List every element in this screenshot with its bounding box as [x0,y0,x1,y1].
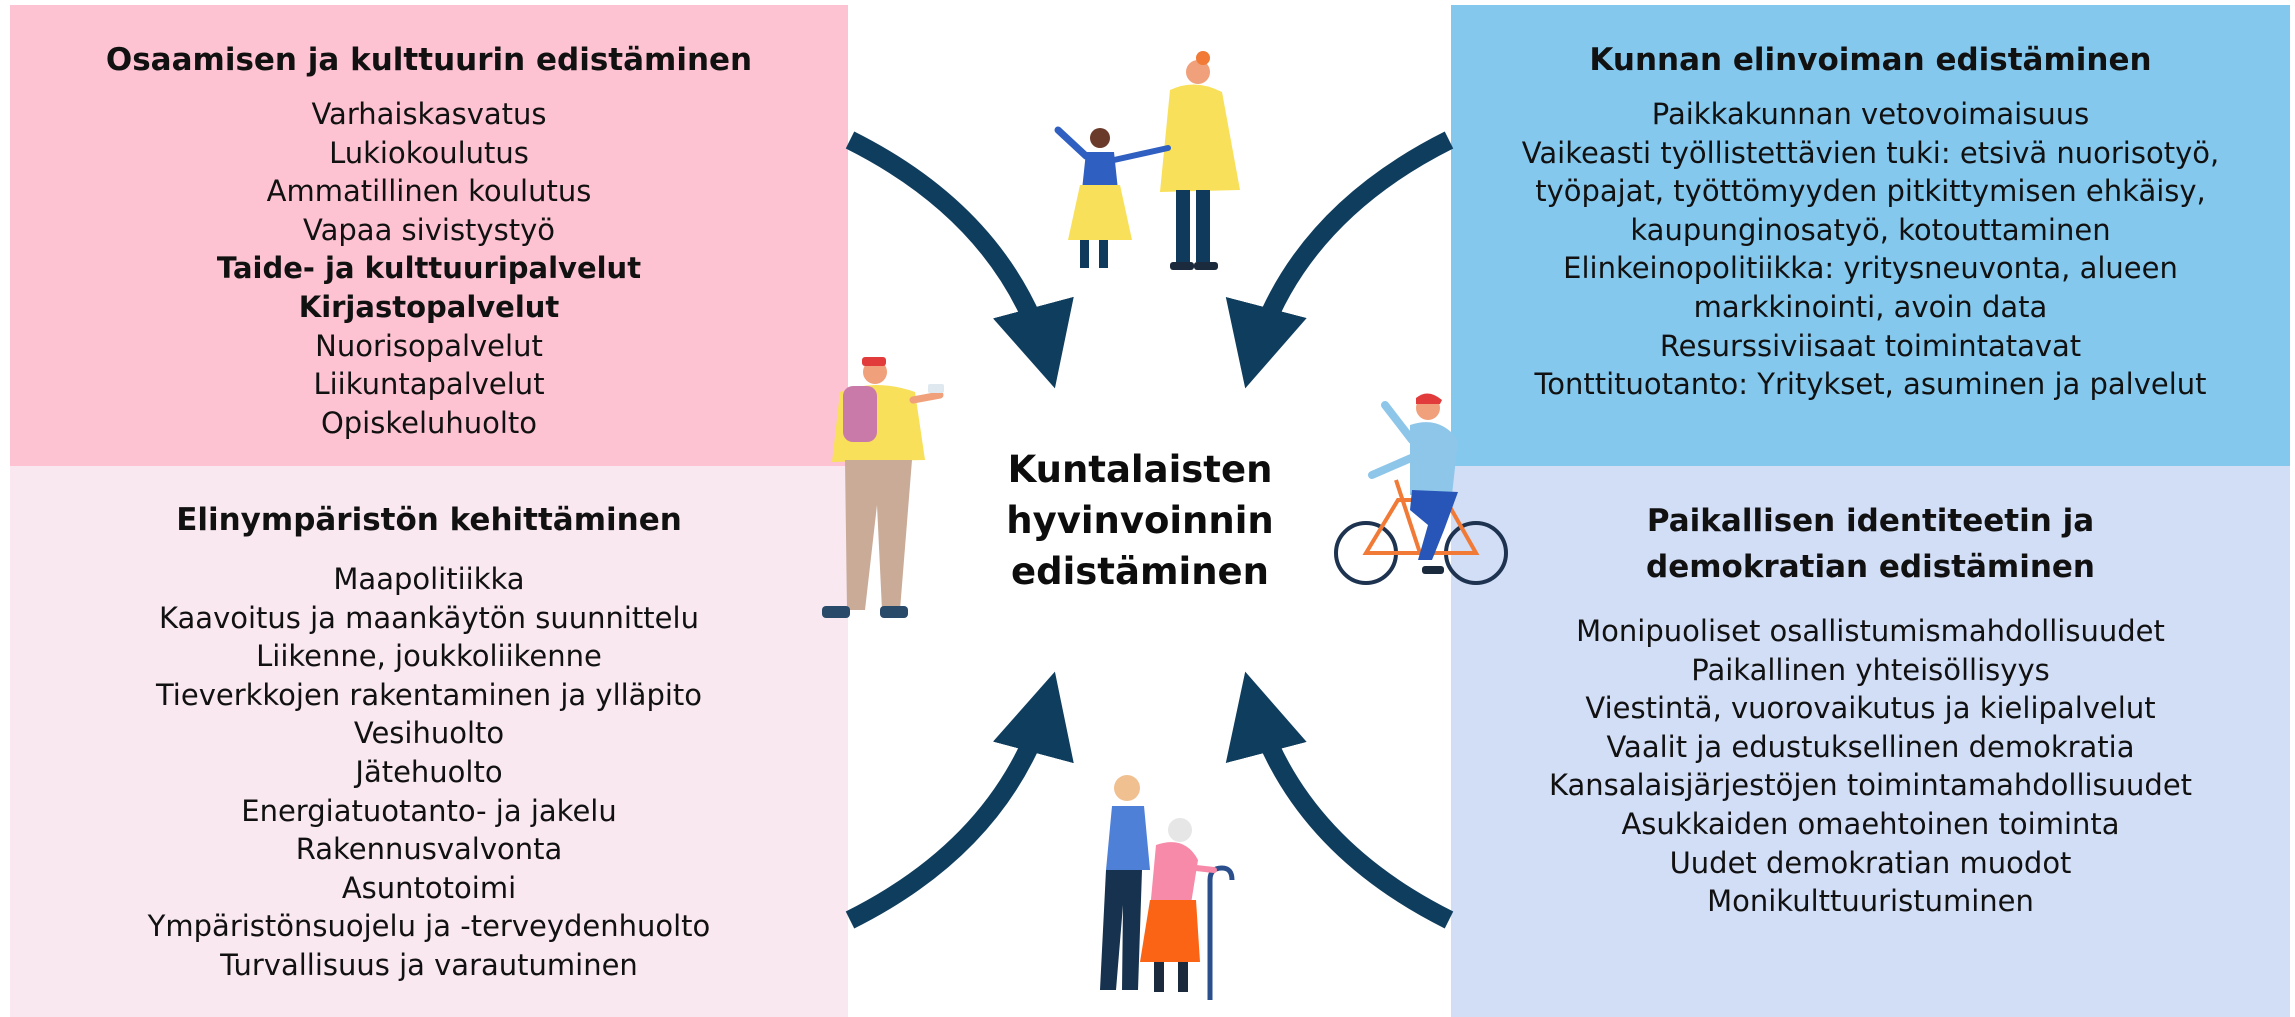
list-item: Vesihuolto [353,716,505,751]
list-item: Monikulttuuristuminen [1707,884,2034,919]
list-item: Jätehuolto [355,754,503,789]
list-item: Monipuoliset osallistumismahdollisuudet [1576,614,2165,648]
panel-title-line: Paikallisen identiteetin ja [1646,503,2095,539]
parent-child-icon [1054,51,1240,270]
arrow-bottom-left [845,671,1074,929]
list-item: Vaikeasti työllistettävien tuki: etsivä … [1521,135,2220,170]
list-item: Resurssiviisaat toimintatavat [1659,328,2082,363]
list-item: Uudet demokratian muodot [1669,845,2072,880]
arrow-top-left [845,131,1074,389]
list-item: Taide- ja kulttuuripalvelut [216,251,642,286]
list-item: Lukiokoulutus [329,135,529,170]
center-title-line: edistäminen [1011,550,1269,593]
panel-competence-culture: Osaamisen ja kulttuurin edistäminen Varh… [10,5,848,466]
list-item: Asuntotoimi [341,870,517,905]
panel-title-line: demokratian edistäminen [1646,549,2095,585]
panel-municipal-vitality: Kunnan elinvoiman edistäminen Paikkakunn… [1451,5,2290,466]
panel-title: Paikallisen identiteetin ja demokratian … [1451,466,2290,590]
list-item: Liikenne, joukkoliikenne [256,639,602,674]
backpacker-icon [822,357,944,618]
arrow-top-right [1225,131,1454,389]
list-item: markkinointi, avoin data [1693,289,2048,324]
list-item: Kaavoitus ja maankäytön suunnittelu [159,600,699,635]
list-item: Kansalaisjärjestöjen toimintamahdollisuu… [1548,768,2193,803]
list-item: Liikuntapalvelut [313,367,545,402]
center-title: Kuntalaisten hyvinvoinnin edistäminen [960,444,1320,597]
elderly-helper-icon [1100,775,1235,1000]
list-item: Maapolitiikka [333,562,525,596]
arrow-bottom-right [1225,671,1454,929]
list-item: kaupunginosatyö, kotouttaminen [1630,212,2111,247]
panel-title: Kunnan elinvoiman edistäminen [1589,42,2152,78]
list-item: Tonttituotanto: Yritykset, asuminen ja p… [1534,367,2207,402]
panel-identity-democracy: Paikallisen identiteetin ja demokratian … [1451,466,2290,1017]
list-item: Elinkeinopolitiikka: yritysneuvonta, alu… [1563,251,2178,286]
list-item: Varhaiskasvatus [311,97,547,131]
list-item: Asukkaiden omaehtoinen toiminta [1621,806,2120,841]
list-item: Rakennusvalvonta [295,832,563,867]
list-item: Paikallinen yhteisöllisyys [1691,652,2050,687]
list-item: Ammatillinen koulutus [266,174,592,209]
list-item: Kirjastopalvelut [298,289,560,324]
list-item: Viestintä, vuorovaikutus ja kielipalvelu… [1585,691,2156,726]
center-title-line: hyvinvoinnin [1006,499,1274,542]
cyclist-icon [1334,393,1508,585]
center-title-line: Kuntalaisten [1007,448,1273,491]
list-item: työpajat, työttömyyden pitkittymisen ehk… [1535,174,2206,209]
list-item: Paikkakunnan vetovoimaisuus [1651,97,2090,131]
list-item: Tieverkkojen rakentaminen ja ylläpito [155,677,703,712]
list-item: Ympäristönsuojelu ja -terveydenhuolto [147,909,711,944]
list-item: Energiatuotanto- ja jakelu [241,793,617,828]
list-item: Vaalit ja edustuksellinen demokratia [1606,729,2135,764]
panel-title: Elinympäristön kehittäminen [176,502,682,538]
list-item: Vapaa sivistystyö [303,212,555,247]
panel-title: Osaamisen ja kulttuurin edistäminen [105,42,753,78]
panel-living-environment: Elinympäristön kehittäminen Maapolitiikk… [10,466,848,1017]
list-item: Opiskeluhuolto [320,405,538,440]
list-item: Turvallisuus ja varautuminen [220,947,638,982]
list-item: Nuorisopalvelut [315,328,543,363]
